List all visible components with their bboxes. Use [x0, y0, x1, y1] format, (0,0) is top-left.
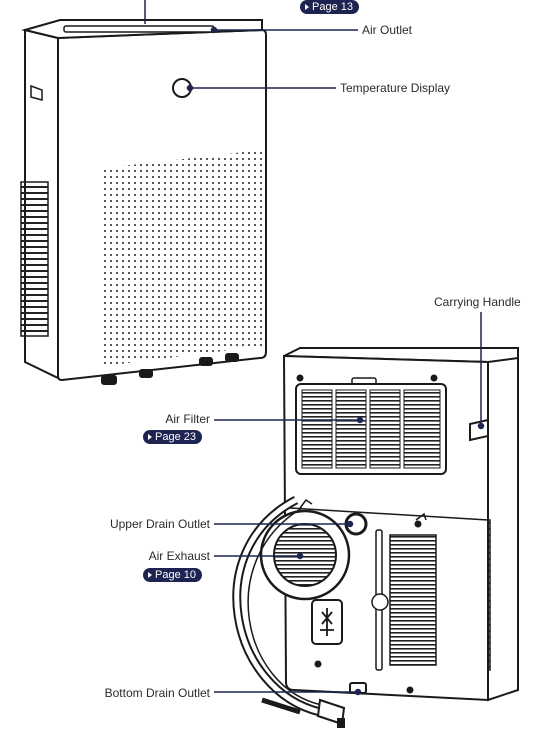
- label-temperature-display: Temperature Display: [340, 81, 450, 95]
- label-carrying-handle: Carrying Handle: [434, 295, 521, 309]
- page-ref-badge-air-filter[interactable]: Page 23: [143, 430, 202, 444]
- page-ref-top-text: Page 13: [312, 0, 353, 14]
- page-ref-air-exhaust-text: Page 10: [155, 568, 196, 582]
- play-icon: [148, 434, 152, 440]
- play-icon: [305, 4, 309, 10]
- front-dot-grille: [104, 150, 262, 366]
- label-air-outlet: Air Outlet: [362, 23, 412, 37]
- front-unit: [21, 20, 266, 384]
- back-unit-side-panel: [488, 352, 518, 700]
- label-air-exhaust: Air Exhaust: [120, 549, 210, 563]
- label-bottom-drain-outlet: Bottom Drain Outlet: [80, 686, 210, 700]
- back-lower-grille: [390, 535, 436, 665]
- carrying-handle-icon: [470, 420, 488, 440]
- air-outlet-slot: [64, 26, 214, 32]
- label-air-filter: Air Filter: [150, 412, 210, 426]
- page-ref-air-filter-text: Page 23: [155, 430, 196, 444]
- play-icon: [148, 572, 152, 578]
- page-ref-badge-top[interactable]: Page 13: [300, 0, 359, 14]
- label-upper-drain-outlet: Upper Drain Outlet: [90, 517, 210, 531]
- page-ref-badge-air-exhaust[interactable]: Page 10: [143, 568, 202, 582]
- side-grille: [21, 182, 48, 336]
